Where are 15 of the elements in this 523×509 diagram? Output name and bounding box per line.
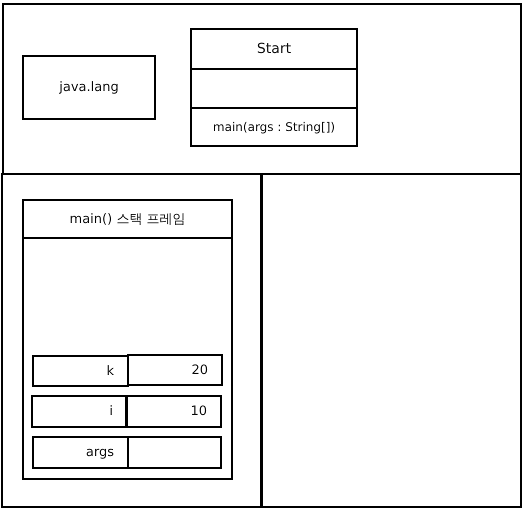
area-panel — [1, 173, 263, 508]
variable-name-cell: i — [31, 395, 128, 428]
variable-name-cell: args — [32, 436, 129, 469]
stack-frame-box — [22, 199, 233, 480]
value-cell — [127, 436, 222, 469]
package-box: java.lang — [22, 55, 156, 120]
value-cell: 20 — [127, 354, 223, 386]
class-box — [190, 28, 358, 147]
value-cell: 10 — [125, 395, 222, 428]
frame-title: main() 스택 프레임 — [70, 211, 186, 228]
class-name: Start — [256, 41, 292, 58]
variable-name-cell: k — [32, 355, 129, 387]
area-panel — [2, 3, 522, 175]
method-signature: main(args : String[]) — [212, 120, 336, 134]
area-panel — [260, 173, 522, 508]
